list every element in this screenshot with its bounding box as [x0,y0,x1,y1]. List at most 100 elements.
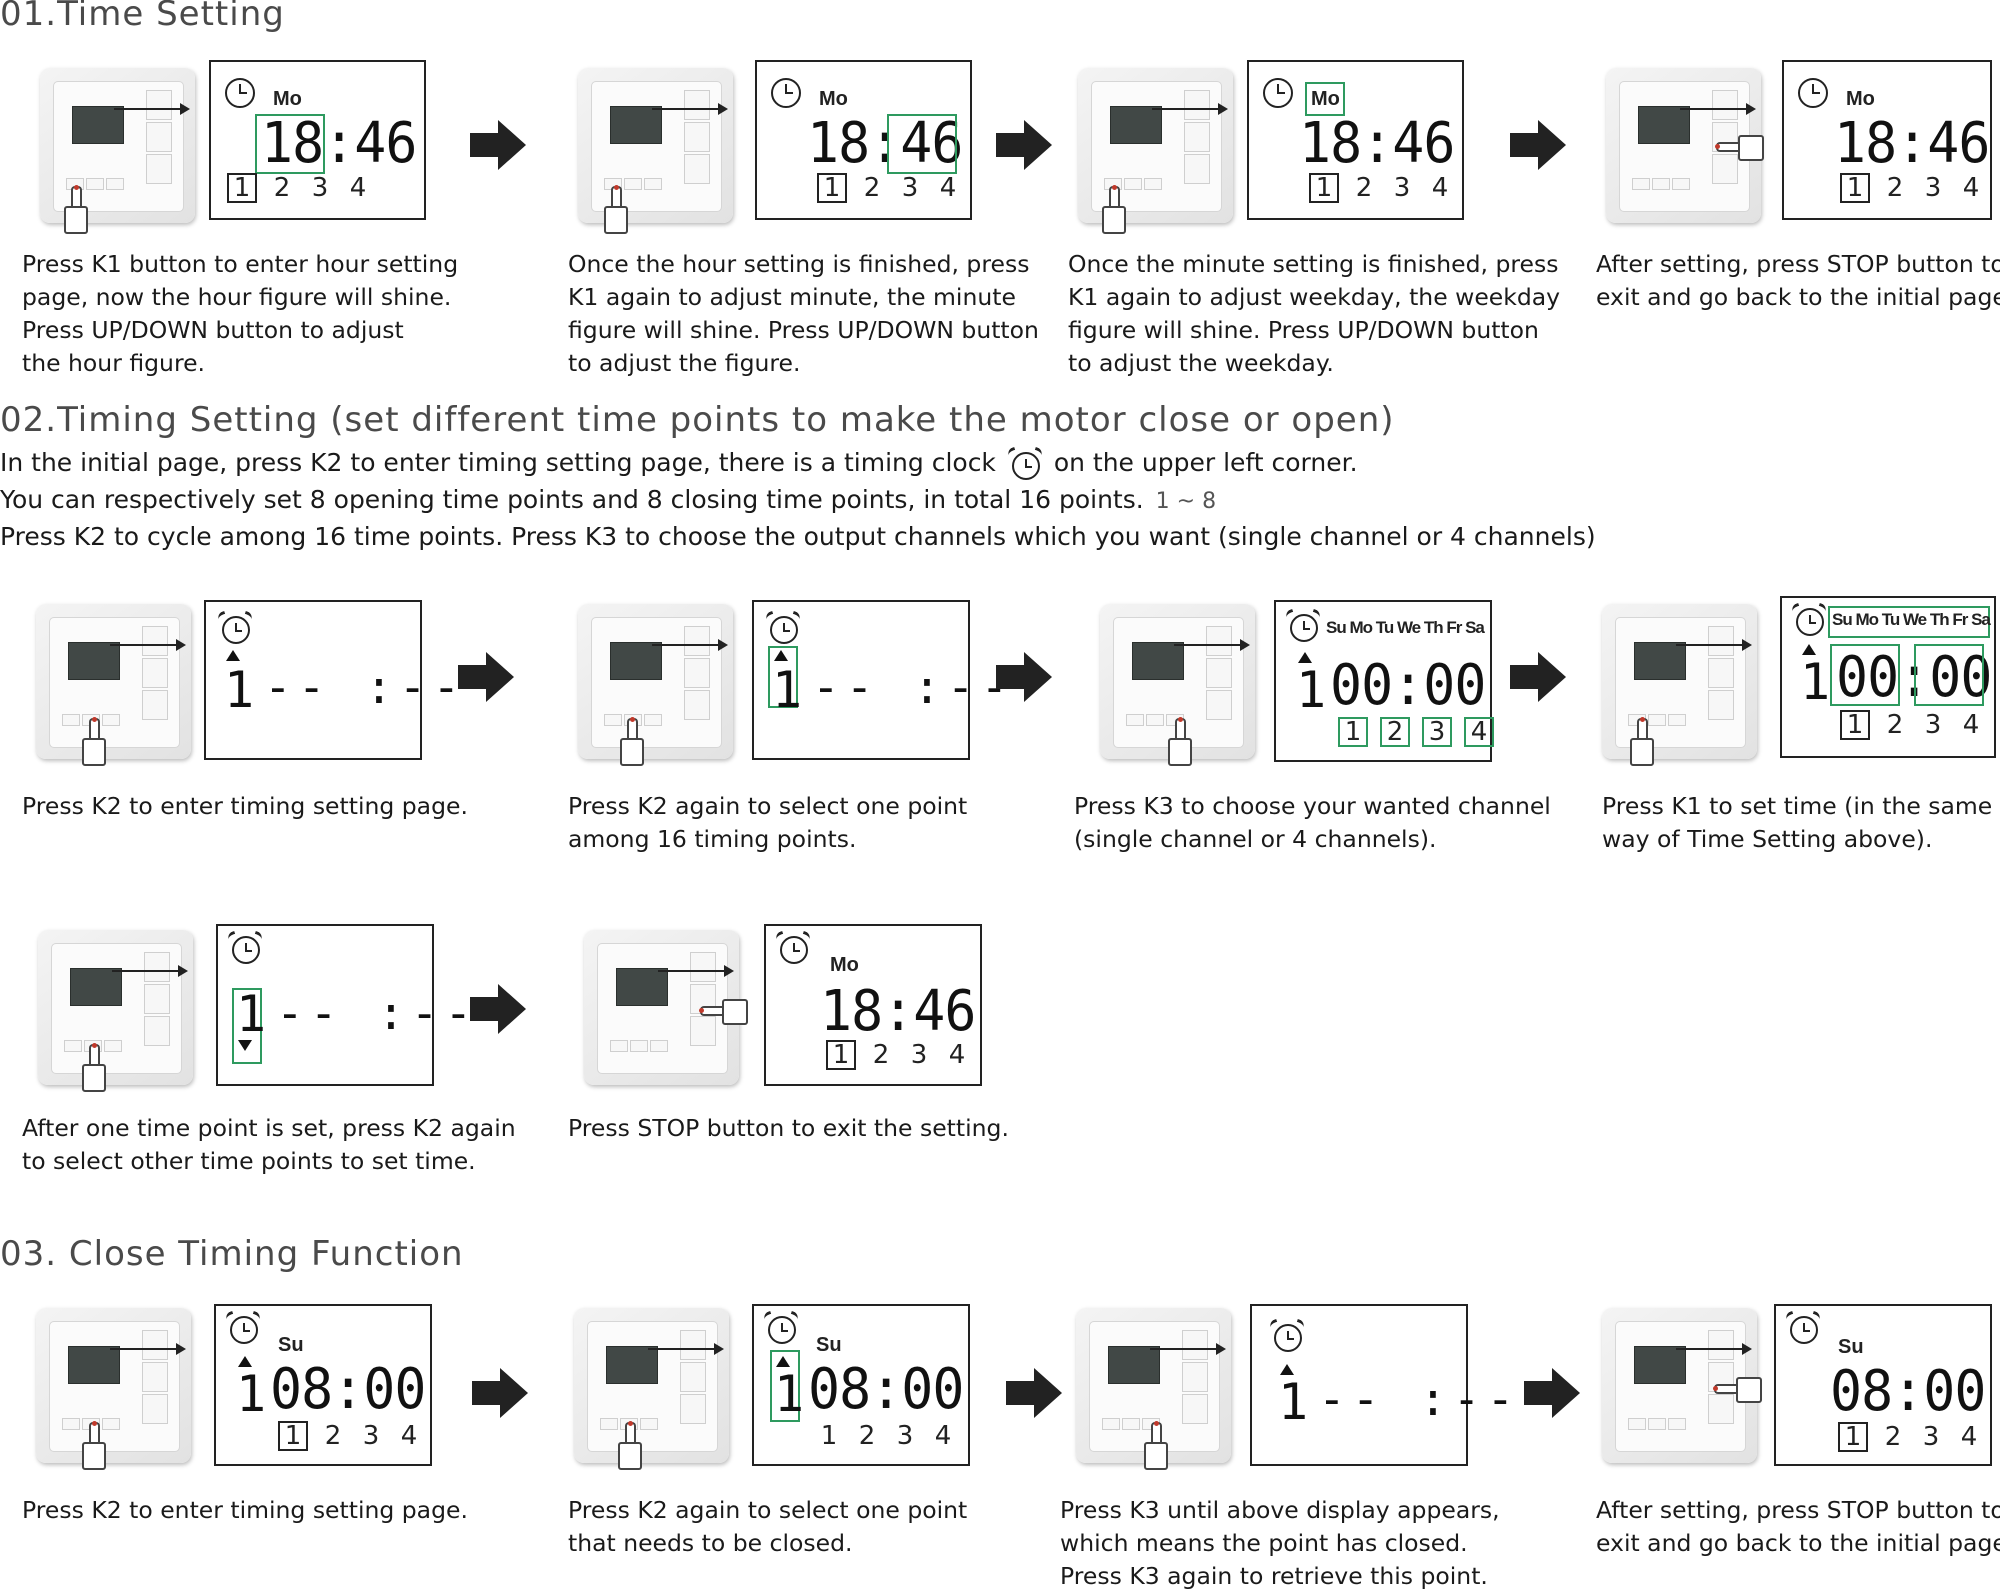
step-description: Press K3 to choose your wanted channel(s… [1074,792,1551,853]
step-description: Press K2 to enter timing setting page. [22,1496,468,1524]
time-readout: 08:00 [808,1357,964,1422]
clock-icon [1263,78,1293,108]
weekday-label: Mo [1311,88,1340,110]
time-readout: 18:46 [807,111,963,176]
pointing-hand-icon [1100,185,1126,234]
minute-highlight [887,114,957,174]
pointing-hand-icon [1142,1421,1168,1470]
weekday-label: Su [816,1334,842,1356]
pointing-hand-icon [80,1421,106,1470]
step-description: Press K2 to enter timing setting page. [22,792,468,820]
up-indicator [1280,1364,1294,1375]
weekday-label: Su [278,1334,304,1356]
pointing-hand-icon [616,1421,642,1470]
right-arrow-icon [996,652,1052,702]
right-arrow-icon [1510,120,1566,170]
point-highlight [232,988,262,1064]
point-number: 1 [1278,1373,1309,1431]
point-number: 1 [236,985,267,1043]
alarm-clock-icon [1290,614,1318,642]
time-placeholder: -- :-- [264,660,467,714]
pointing-hand-icon [602,185,628,234]
pointing-hand-icon [80,717,106,766]
intro-line: In the initial page, press K2 to enter t… [0,448,1358,480]
right-arrow-icon [1524,1368,1580,1418]
alarm-clock-icon [222,616,250,644]
weekday-label: Su [1838,1336,1864,1358]
weekday-label: Mo [819,88,848,110]
pointing-hand-icon [1628,717,1654,766]
alarm-clock-icon [1274,1324,1302,1352]
time-readout: 18:46 [820,979,976,1044]
clock-icon [771,78,801,108]
pointing-hand-icon [1715,134,1764,161]
up-indicator [1298,652,1312,663]
time-readout: 08:00 [1830,1359,1986,1424]
time-placeholder: -- :-- [812,660,1015,714]
right-arrow-icon [472,1368,528,1418]
point-number: 1 [772,661,803,719]
alarm-clock-icon [1010,451,1040,480]
time-placeholder: -- :-- [276,986,479,1040]
pointing-hand-icon [1166,717,1192,766]
right-arrow-icon [470,120,526,170]
hour-highlight [1830,644,1900,706]
section-title-close-timing: 03. Close Timing Function [0,1234,464,1274]
lcd-display: 1 -- :-- [216,924,472,1086]
right-arrow-icon [1510,652,1566,702]
section-title-time-setting: 01.Time Setting [0,0,285,34]
clock-icon [225,78,255,108]
alarm-clock-icon [768,1316,796,1344]
up-indicator [774,650,788,661]
clock-icon [1798,78,1828,108]
up-indicator [1802,644,1816,655]
up-indicator [226,650,240,661]
alarm-clock-icon [1790,1316,1818,1344]
pointing-hand-icon [1713,1376,1762,1403]
time-readout: 00:00 [1330,653,1486,718]
controller-device [574,1308,729,1463]
section-title-timing-setting: 02.Timing Setting (set different time po… [0,400,1395,440]
up-indicator [238,1356,252,1367]
time-readout: 08:00 [270,1357,426,1422]
step-description: Once the hour setting is finished, press… [568,250,1039,377]
alarm-clock-icon [780,936,808,964]
alarm-clock-icon [232,936,260,964]
right-arrow-icon [1006,1368,1062,1418]
controller-device [36,1308,191,1463]
right-arrow-icon [470,984,526,1034]
pointing-hand-icon [80,1043,106,1092]
point-highlight [768,646,798,708]
controller-device [40,68,195,223]
alarm-clock-icon [1796,608,1824,636]
controller-device [584,930,739,1085]
intro-line: You can respectively set 8 opening time … [0,485,1217,514]
pointing-hand-icon [62,185,88,234]
pointing-hand-icon [699,998,748,1025]
lcd-display: 1 -- :-- [752,600,1008,760]
controller-device [1076,1308,1231,1463]
point-number: 1 [224,661,255,719]
time-readout: 18:46 [261,111,417,176]
